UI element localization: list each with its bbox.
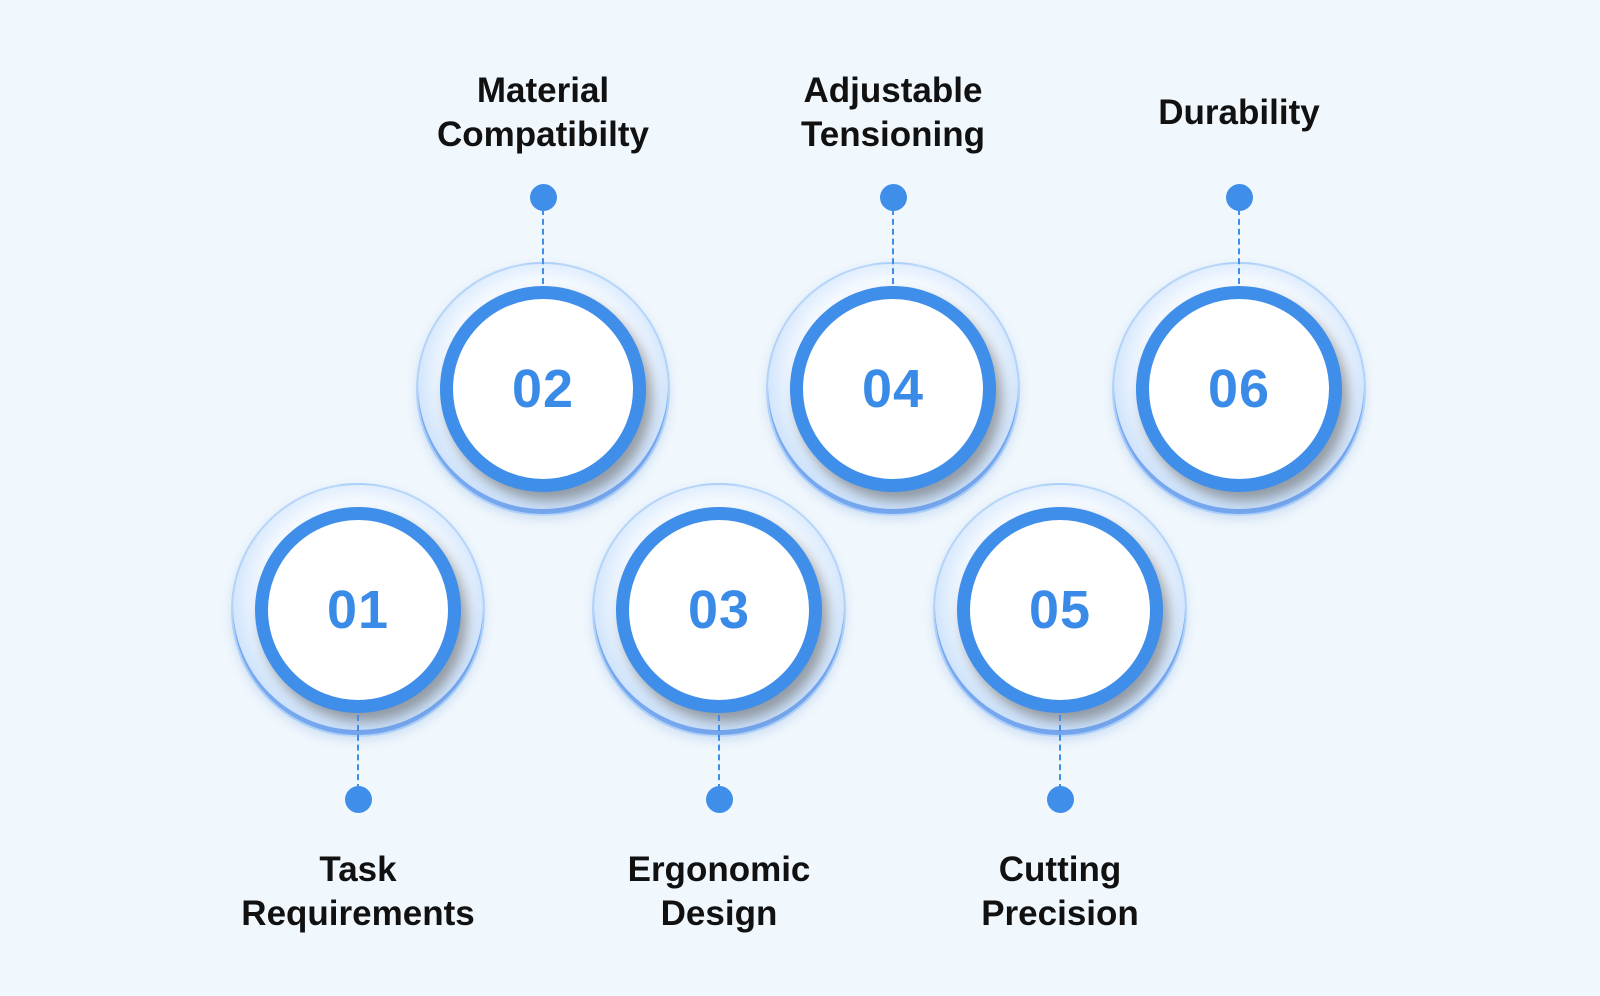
step-ring: 03 (616, 507, 822, 713)
label-line: Durability (1158, 93, 1320, 132)
label-line: Requirements (241, 894, 475, 933)
connector-dot (529, 183, 557, 211)
step-label: Durability (1079, 91, 1399, 135)
label-line: Precision (981, 894, 1139, 933)
label-line: Design (660, 894, 778, 933)
step-label: Adjustable Tensioning (733, 69, 1053, 157)
dashed-connector (1238, 209, 1240, 284)
step-ring: 06 (1136, 286, 1342, 492)
dashed-connector (892, 209, 894, 284)
connector-dot (344, 785, 372, 813)
step-ring: 02 (440, 286, 646, 492)
step-number: 04 (861, 359, 925, 419)
step-ring: 01 (255, 507, 461, 713)
dashed-connector (718, 715, 720, 790)
step-ring: 05 (957, 507, 1163, 713)
label-line: Compatibilty (437, 115, 649, 154)
label-line: Adjustable (803, 71, 983, 110)
step-label: Ergonomic Design (559, 848, 879, 936)
label-line: Material (476, 71, 610, 110)
step-number: 06 (1207, 359, 1271, 419)
step-ring: 04 (790, 286, 996, 492)
connector-dot (705, 785, 733, 813)
dashed-connector (1059, 715, 1061, 790)
connector-dot (1046, 785, 1074, 813)
step-label: Material Compatibilty (383, 69, 703, 157)
step-number: 01 (326, 580, 390, 640)
step-number: 02 (511, 359, 575, 419)
step-label: Task Requirements (198, 848, 518, 936)
dashed-connector (357, 715, 359, 790)
connector-dot (879, 183, 907, 211)
step-number: 03 (687, 580, 751, 640)
step-label: Cutting Precision (900, 848, 1220, 936)
step-number: 05 (1028, 580, 1092, 640)
label-line: Ergonomic (627, 850, 811, 889)
label-line: Task (319, 850, 397, 889)
dashed-connector (542, 209, 544, 284)
label-line: Cutting (998, 850, 1122, 889)
label-line: Tensioning (800, 115, 986, 154)
connector-dot (1225, 183, 1253, 211)
